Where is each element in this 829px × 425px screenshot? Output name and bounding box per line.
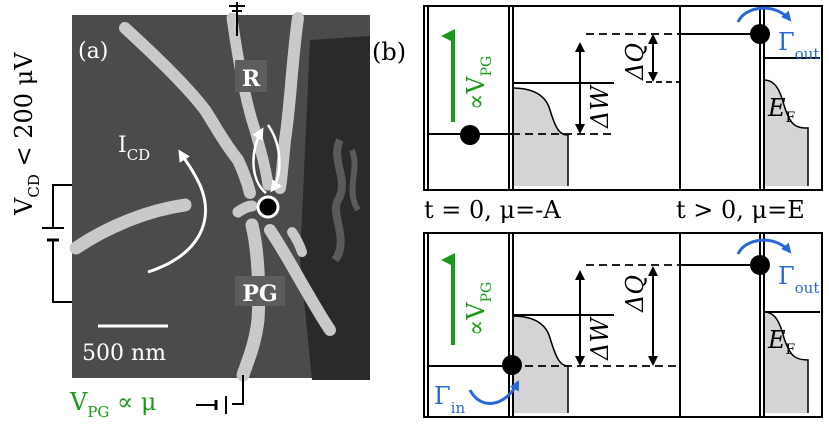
panel-a: R PG (a) ICD 500 nm xyxy=(10,2,370,421)
delta-q-top: ΔQ xyxy=(621,43,649,81)
fermi-label-top: EF xyxy=(767,94,796,126)
delta-w-top: ΔW xyxy=(586,84,614,129)
gamma-out-top: Γout xyxy=(778,28,819,63)
scale-bar-label: 500 nm xyxy=(82,341,166,366)
electron-dot-left-b xyxy=(502,355,522,375)
vpg-prop-bottom: ∝VPG xyxy=(462,282,495,336)
tunnel-arrow-right xyxy=(266,124,283,193)
tunnel-arrow-left xyxy=(252,127,267,194)
current-label: ICD xyxy=(118,133,150,164)
gamma-in-label: Γin xyxy=(434,382,465,417)
gate-r-label-bg xyxy=(235,60,267,92)
gate-bottom-right xyxy=(264,224,336,336)
electron-dot-right-b xyxy=(750,255,770,275)
fermi-sea-left-b xyxy=(512,316,568,413)
quantum-dot xyxy=(256,195,280,219)
energy-diagram-bottom: ∝VPG ΔW ΔQ EF Γout Γin xyxy=(423,232,823,418)
gamma-out-arrow-bottom xyxy=(736,238,792,255)
energy-diagram-top: ∝VPG ΔW ΔQ EF Γout xyxy=(423,5,823,191)
delta-w-bottom: ΔW xyxy=(586,316,614,361)
bias-circuit xyxy=(42,184,72,303)
delta-q-bottom: ΔQ xyxy=(621,275,649,313)
gate-left-finger xyxy=(69,198,192,255)
gate-top-left xyxy=(119,22,256,199)
gate-left-stub xyxy=(232,200,258,218)
current-arrow xyxy=(147,149,208,274)
gamma-out-bottom: Γout xyxy=(778,262,819,297)
fermi-sea-right-b xyxy=(764,312,808,413)
fermi-sea-left xyxy=(512,88,568,186)
ground-symbol xyxy=(229,2,245,36)
fermi-label-bottom: EF xyxy=(767,326,796,358)
gate-r-label: R xyxy=(242,66,261,92)
electron-dot-right xyxy=(750,24,770,44)
gate-electrodes xyxy=(69,12,336,382)
vpg-circuit xyxy=(196,375,244,414)
caption-top-right: t > 0, μ=E xyxy=(676,196,805,224)
gate-r-left xyxy=(226,12,274,191)
panel-a-label: (a) xyxy=(78,39,108,64)
panel-b-label: (b) xyxy=(372,38,406,66)
vpg-prop-top: ∝VPG xyxy=(462,56,495,110)
fermi-sea-right xyxy=(764,80,808,186)
gate-r-right xyxy=(274,12,304,194)
gamma-in-arrow xyxy=(468,380,520,405)
gate-pg-label-bg xyxy=(235,276,285,306)
gate-pg-label: PG xyxy=(242,281,277,307)
vpg-label: VPG ∝ μ xyxy=(69,388,157,421)
caption-top-left: t = 0, μ=-A xyxy=(424,196,561,224)
bias-voltage-label: VCD < 200 μV xyxy=(10,52,43,216)
gamma-out-arrow-top xyxy=(736,6,792,23)
gate-right-stub xyxy=(287,227,307,257)
gate-pg xyxy=(236,218,266,382)
electron-dot-left xyxy=(460,125,480,145)
